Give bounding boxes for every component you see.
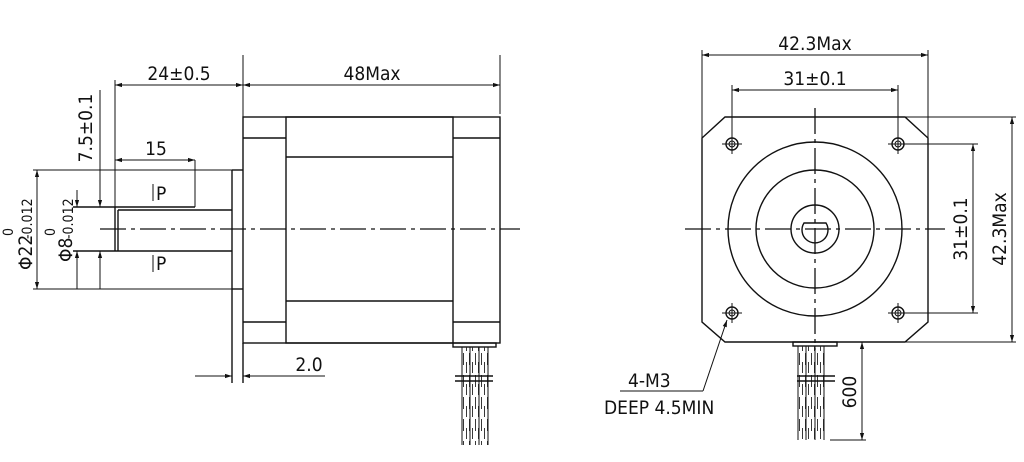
- svg-text:2.0: 2.0: [295, 354, 322, 376]
- dim-flat-depth: 7.5±0.1: [75, 90, 115, 289]
- svg-text:48Max: 48Max: [343, 63, 400, 85]
- svg-text:0: 0: [43, 228, 59, 236]
- svg-text:7.5±0.1: 7.5±0.1: [75, 94, 97, 163]
- dim-flat-length: 15: [115, 138, 195, 163]
- svg-text:600: 600: [839, 376, 861, 409]
- dim-hole-spacing-h: 31±0.1: [731, 68, 899, 150]
- svg-text:31±0.1: 31±0.1: [950, 197, 972, 260]
- svg-text:Φ8: Φ8: [55, 238, 77, 262]
- shaft: P P: [33, 160, 232, 290]
- svg-text:4-M3: 4-M3: [628, 370, 671, 392]
- svg-text:42.3Max: 42.3Max: [778, 33, 851, 55]
- svg-text:0: 0: [1, 228, 17, 236]
- svg-text:15: 15: [145, 138, 167, 160]
- shaft-end: [801, 222, 829, 244]
- svg-text:24±0.5: 24±0.5: [147, 63, 210, 85]
- svg-text:42.3Max: 42.3Max: [989, 192, 1011, 265]
- front-view: 42.3Max 31±0.1 31±0.1 42.3Max 600: [604, 33, 1016, 441]
- dim-width: 42.3Max: [701, 33, 929, 138]
- flat-mark-bottom: P: [156, 253, 166, 275]
- motor-body: [242, 116, 501, 348]
- dim-shaft-diameter: Φ8 0 -0.012: [43, 190, 80, 289]
- flat-mark-top: P: [156, 183, 166, 205]
- svg-text:31±0.1: 31±0.1: [783, 68, 846, 90]
- dim-height: 42.3Max: [905, 116, 1016, 343]
- dim-boss-diameter: Φ22 0 -0.012: [1, 170, 40, 289]
- dim-hole-spacing-v: 31±0.1: [905, 143, 978, 314]
- svg-text:-0.012: -0.012: [61, 198, 77, 239]
- dim-shaft-length: 24±0.5: [114, 55, 244, 207]
- hole-callout: 4-M3 DEEP 4.5MIN: [604, 319, 728, 419]
- dim-body-length: 48Max: [243, 55, 501, 114]
- lead-wires-front: [792, 341, 838, 440]
- side-view: P P 24±0.5 48Max 15 7.5±0.1: [1, 55, 520, 445]
- lead-wires: [455, 347, 493, 445]
- svg-text:-0.012: -0.012: [20, 198, 36, 239]
- svg-text:DEEP 4.5MIN: DEEP 4.5MIN: [604, 397, 714, 419]
- dim-lead-length: 600: [830, 342, 866, 441]
- dim-boss-height: 2.0: [195, 354, 325, 379]
- flange-boss: [231, 169, 244, 383]
- svg-text:Φ22: Φ22: [15, 235, 37, 270]
